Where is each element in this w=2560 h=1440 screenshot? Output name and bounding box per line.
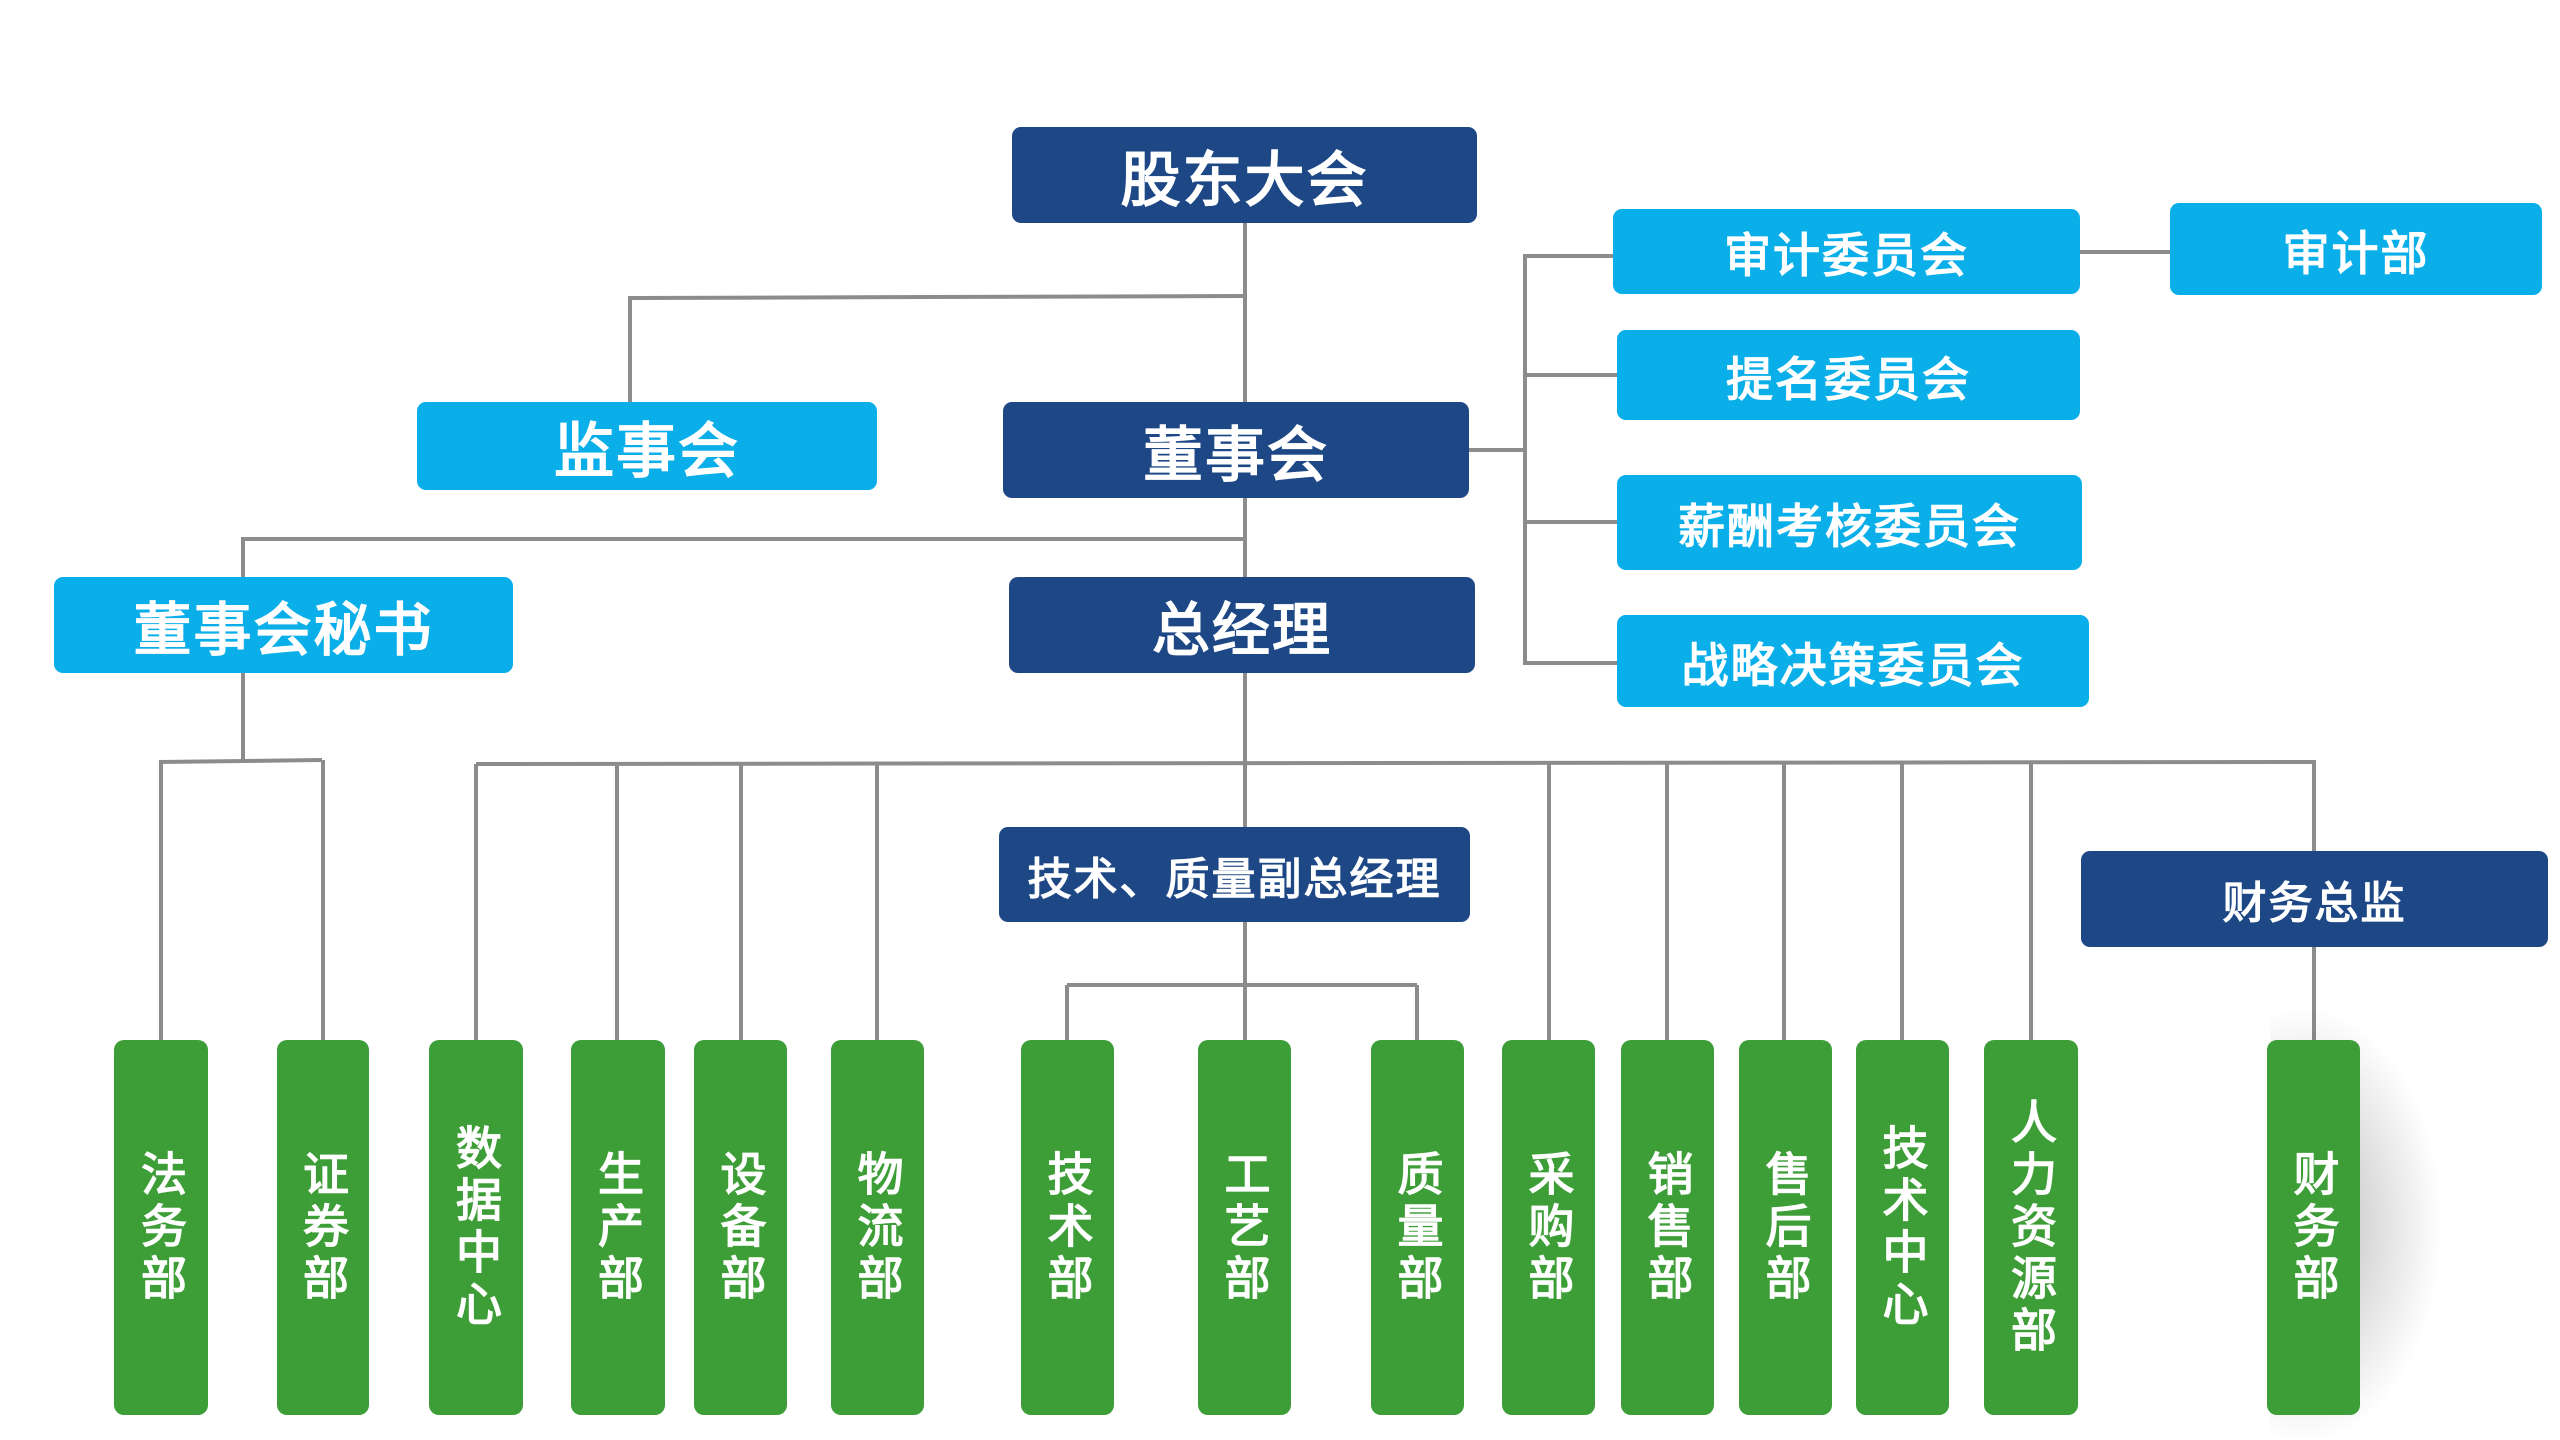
node-cfo: 财务总监 bbox=[2081, 851, 2548, 947]
connector-secretary-bus bbox=[158, 758, 323, 764]
dept-after-sales: 售后部 bbox=[1739, 1040, 1832, 1415]
node-board-secretary: 董事会秘书 bbox=[54, 577, 513, 673]
connector-secretary bbox=[241, 537, 1245, 577]
dept-securities: 证券部 bbox=[277, 1040, 369, 1415]
node-strategy-committee: 战略决策委员会 bbox=[1617, 615, 2089, 707]
dept-technology: 技术部 bbox=[1021, 1040, 1114, 1415]
dept-equipment: 设备部 bbox=[694, 1040, 787, 1415]
dept-tech-center: 技术中心 bbox=[1856, 1040, 1949, 1415]
node-general-manager: 总经理 bbox=[1009, 577, 1475, 673]
connector-supervisory bbox=[628, 294, 1246, 402]
dept-human-resources: 人力资源部 bbox=[1984, 1040, 2078, 1415]
node-nomination-committee: 提名委员会 bbox=[1617, 330, 2080, 420]
node-vp-tech-quality: 技术、质量副总经理 bbox=[999, 827, 1470, 922]
node-supervisory-board: 监事会 bbox=[417, 402, 877, 490]
dept-data-center: 数据中心 bbox=[429, 1040, 523, 1415]
dept-production: 生产部 bbox=[571, 1040, 665, 1415]
dept-legal: 法务部 bbox=[114, 1040, 208, 1415]
connector-main-bus bbox=[475, 759, 2316, 851]
node-compensation-committee: 薪酬考核委员会 bbox=[1617, 475, 2082, 570]
node-board-of-directors: 董事会 bbox=[1003, 402, 1469, 498]
dept-process: 工艺部 bbox=[1198, 1040, 1291, 1415]
connector-committees-spine bbox=[1523, 254, 1617, 665]
dept-logistics: 物流部 bbox=[831, 1040, 924, 1415]
dept-quality: 质量部 bbox=[1371, 1040, 1464, 1415]
node-audit-committee: 审计委员会 bbox=[1613, 209, 2080, 294]
node-shareholders-meeting: 股东大会 bbox=[1012, 127, 1477, 223]
dept-procurement: 采购部 bbox=[1502, 1040, 1595, 1415]
node-audit-department: 审计部 bbox=[2170, 203, 2542, 295]
dept-sales: 销售部 bbox=[1621, 1040, 1714, 1415]
dept-finance: 财务部 bbox=[2267, 1040, 2360, 1415]
